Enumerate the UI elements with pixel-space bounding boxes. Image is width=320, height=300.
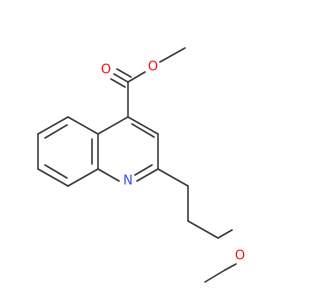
atom-label-ester-oxygen: O	[148, 60, 158, 75]
bond-c4-c3	[127, 116, 159, 135]
bond-lines	[37, 47, 237, 283]
bond-c7-c8-inner	[44, 164, 68, 179]
bond-c4a-c5	[67, 116, 99, 135]
atom-labels: O O N O	[101, 60, 245, 264]
bond-n-c8a	[97, 168, 120, 182]
atom-label-ring-nitrogen: N	[123, 174, 133, 189]
atom-label-ether-oxygen: O	[235, 249, 245, 264]
bond-c5-c6-inner	[44, 124, 68, 139]
bond-c7-c8	[37, 168, 69, 187]
bond-c4-c3-inner	[131, 123, 155, 138]
bond-chain3-ether-oxygen	[217, 229, 233, 239]
bond-ether-oxygen-methyl	[224, 263, 237, 271]
bond-ester-oxygen-carbon	[127, 71, 146, 83]
bond-c8-c8a	[67, 168, 99, 187]
bond-c2-n-inner	[134, 164, 153, 176]
bond-carbonyl-double-3	[110, 78, 126, 88]
bond-c2-chain1	[157, 168, 189, 187]
bond-c5-c6	[37, 116, 69, 135]
bond-methyl-oxygen	[159, 47, 186, 63]
bond-c4a-c4	[97, 116, 129, 135]
bond-carbonyl-double-2	[116, 68, 132, 78]
structure-diagram: O O N O	[37, 47, 246, 283]
atom-label-carbonyl-oxygen: O	[101, 63, 111, 78]
bond-c2-n	[136, 168, 159, 182]
bond-carbonyl-double-1	[113, 73, 129, 83]
bond-chain2-chain3	[187, 220, 219, 239]
bond-ether-oxygen-methyl-2	[204, 269, 226, 283]
